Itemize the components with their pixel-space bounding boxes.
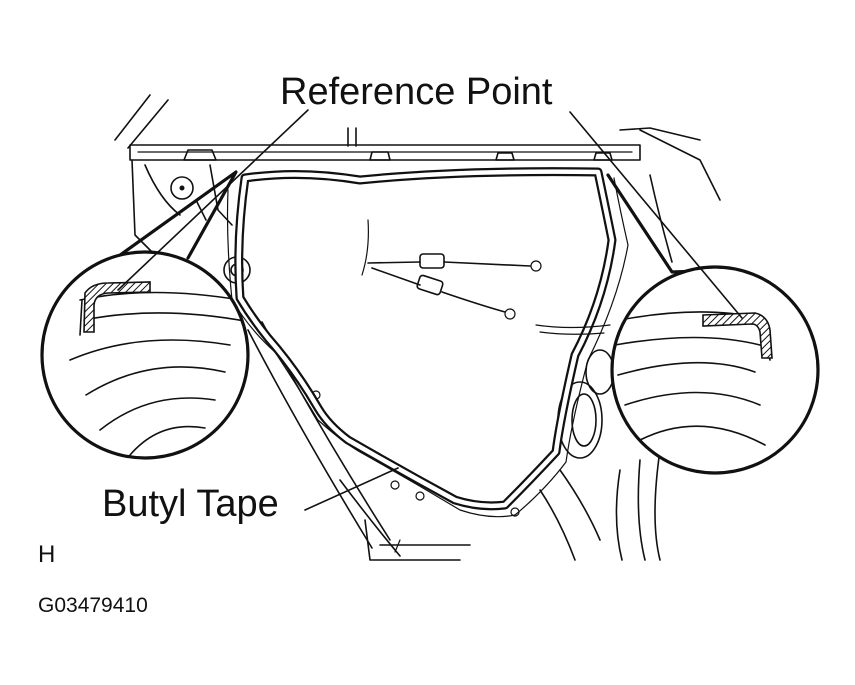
reference-point-label: Reference Point <box>280 71 553 113</box>
right-detail-callout <box>606 173 820 475</box>
figure-code: G03479410 <box>38 594 148 617</box>
butyl-tape-label: Butyl Tape <box>102 483 279 525</box>
door-cables <box>361 219 611 335</box>
leader-lines <box>117 109 743 511</box>
left-detail-callout <box>40 170 250 460</box>
butyl-tape-outline <box>226 167 629 518</box>
view-letter: H <box>38 541 55 568</box>
